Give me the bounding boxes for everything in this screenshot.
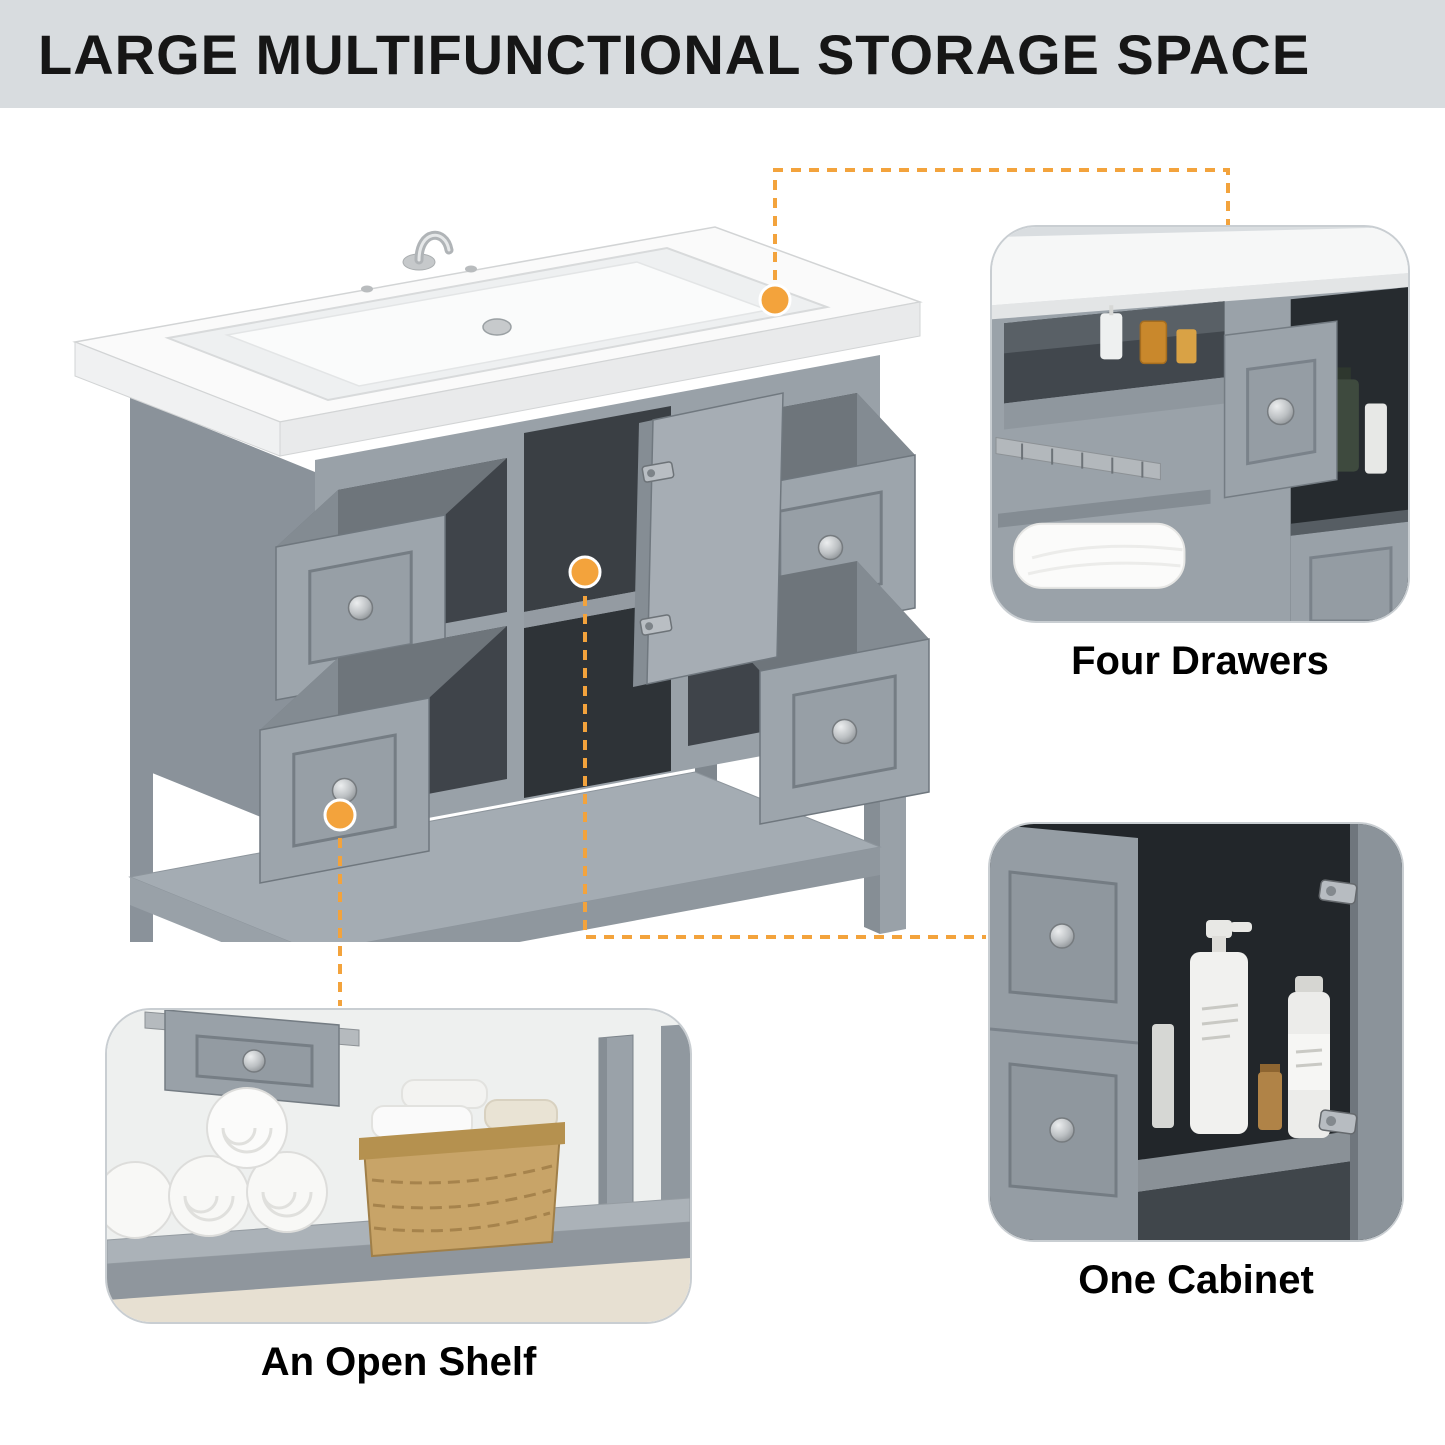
callout-open-shelf: An Open Shelf bbox=[105, 1008, 692, 1385]
drawer-slide-rail bbox=[995, 436, 1161, 481]
vanity-legs bbox=[598, 1024, 690, 1225]
wicker-basket bbox=[359, 1079, 565, 1258]
drawer-knob bbox=[1266, 397, 1295, 426]
towel-rolls bbox=[107, 1087, 328, 1239]
open-door-right bbox=[1318, 824, 1402, 1240]
four-drawers-photo bbox=[990, 225, 1410, 623]
open-shelf-illustration bbox=[107, 1010, 690, 1322]
header-title: LARGE MULTIFUNCTIONAL STORAGE SPACE bbox=[38, 22, 1311, 86]
drawer-knob bbox=[1049, 923, 1075, 949]
one-cabinet-illustration bbox=[990, 824, 1402, 1240]
drawer-knob bbox=[831, 718, 858, 745]
sink-drain bbox=[482, 318, 512, 336]
four-drawers-illustration bbox=[992, 227, 1408, 621]
toiletry-bottles bbox=[1152, 920, 1330, 1138]
open-shelf-photo bbox=[105, 1008, 692, 1324]
one-cabinet-photo bbox=[988, 822, 1404, 1242]
callout-one-cabinet: One Cabinet bbox=[988, 822, 1404, 1303]
drawer-knob bbox=[331, 777, 358, 804]
vanity-illustration bbox=[72, 226, 945, 1046]
drawer-front-panel bbox=[1223, 320, 1338, 499]
door-hinge bbox=[1318, 1109, 1358, 1135]
callout-four-drawers: Four Drawers bbox=[990, 225, 1410, 684]
lower-drawer-front bbox=[1290, 521, 1408, 621]
drawer-knob bbox=[1049, 1117, 1075, 1143]
drawer-knob bbox=[242, 1049, 266, 1073]
open-drawer-interior bbox=[1004, 301, 1225, 430]
sink-countertop bbox=[72, 226, 923, 457]
faucet bbox=[361, 230, 477, 293]
callout-label-four-drawers: Four Drawers bbox=[1071, 639, 1329, 683]
header-banner: LARGE MULTIFUNCTIONAL STORAGE SPACE bbox=[0, 0, 1445, 108]
drawer-knob bbox=[817, 534, 844, 561]
drawer-top-left bbox=[275, 458, 507, 701]
open-drawer-above bbox=[144, 1010, 360, 1107]
cabinet-shelf-floor bbox=[1138, 1124, 1402, 1240]
drawer-fronts-left bbox=[990, 824, 1139, 1240]
callout-label-one-cabinet: One Cabinet bbox=[1078, 1258, 1314, 1302]
drawer-bottom-left bbox=[259, 626, 507, 884]
cabinet-door-open bbox=[633, 392, 784, 687]
drawer-knob bbox=[347, 595, 374, 621]
towel-in-drawer bbox=[998, 489, 1211, 589]
callout-label-open-shelf: An Open Shelf bbox=[260, 1340, 537, 1384]
door-hinge bbox=[641, 461, 675, 483]
door-hinge bbox=[1318, 879, 1358, 905]
vanity-photo bbox=[15, 112, 965, 1046]
